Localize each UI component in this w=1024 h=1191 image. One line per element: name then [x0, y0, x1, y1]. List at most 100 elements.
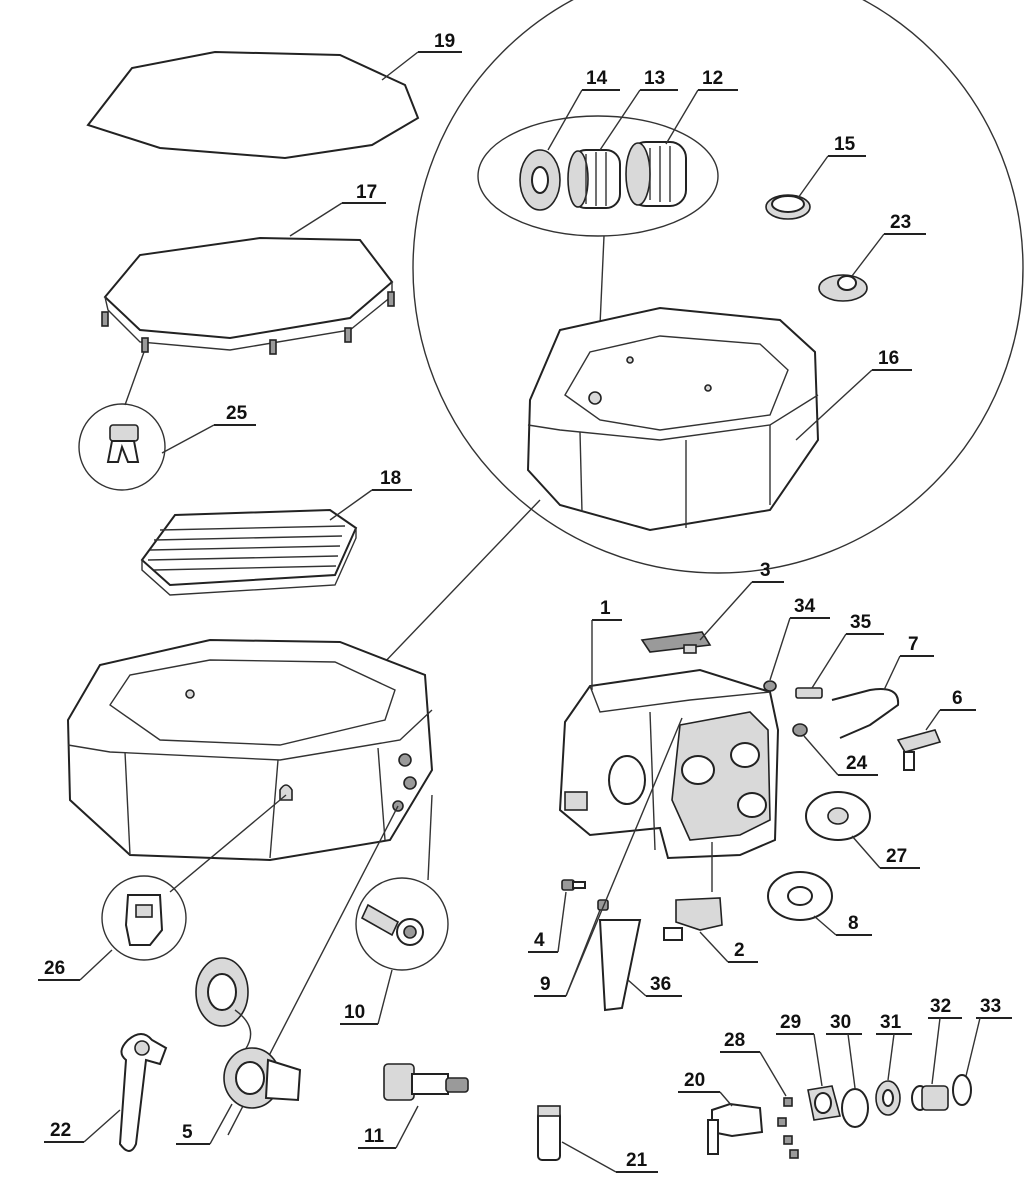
svg-text:14: 14 [586, 68, 608, 89]
screw-4-shape [561, 879, 586, 891]
filter-cartridge-shape [567, 149, 621, 209]
svg-text:22: 22 [50, 1120, 71, 1141]
connector-detail-circle [355, 877, 449, 971]
svg-text:6: 6 [952, 688, 963, 709]
callout-19: 19 [381, 31, 462, 81]
callout-29: 29 [776, 1012, 823, 1087]
spa-liner-shape [526, 306, 820, 532]
callout-26: 26 [38, 949, 113, 981]
svg-text:19: 19 [434, 31, 455, 52]
callout-6: 6 [925, 688, 976, 731]
callout-17: 17 [289, 182, 386, 237]
callout-27: 27 [851, 835, 920, 869]
spa-cover-shape [101, 236, 395, 355]
side-buckle-circle [101, 875, 187, 961]
callout-31: 31 [876, 1012, 912, 1081]
nut-31-shape [875, 1080, 901, 1116]
svg-text:31: 31 [880, 1012, 902, 1033]
svg-text:11: 11 [364, 1126, 385, 1147]
callout-28: 28 [720, 1030, 787, 1097]
svg-text:36: 36 [650, 974, 671, 995]
svg-text:24: 24 [846, 753, 868, 774]
cap-34-shape [763, 680, 777, 692]
callout-9: 9 [534, 717, 683, 997]
svg-text:16: 16 [878, 348, 899, 369]
callout-2: 2 [699, 931, 758, 963]
o-ring-33-shape [952, 1074, 972, 1106]
svg-text:2: 2 [734, 940, 745, 961]
spa-body-shape [66, 638, 434, 862]
svg-text:15: 15 [834, 134, 856, 155]
o-ring-30-shape [841, 1088, 869, 1128]
wrench-shape [118, 1033, 168, 1152]
callout-4: 4 [528, 891, 567, 953]
support-bracket-shape [598, 919, 642, 1012]
svg-text:5: 5 [182, 1122, 193, 1143]
svg-text:25: 25 [226, 403, 248, 424]
svg-text:13: 13 [644, 68, 665, 89]
svg-text:4: 4 [534, 930, 545, 951]
svg-text:10: 10 [344, 1002, 365, 1023]
svg-text:18: 18 [380, 468, 401, 489]
callout-23: 23 [851, 212, 926, 277]
callout-8: 8 [813, 913, 872, 936]
callout-13: 13 [599, 68, 678, 151]
svg-text:1: 1 [600, 598, 611, 619]
detail-circle-spa [412, 0, 1024, 574]
callout-33: 33 [965, 996, 1012, 1077]
pump-unit-shape [558, 668, 780, 860]
wall-fitting-shape [707, 1102, 764, 1155]
callout-30: 30 [826, 1012, 862, 1089]
callout-11: 11 [358, 1105, 419, 1149]
svg-text:28: 28 [724, 1030, 745, 1051]
drain-valve-shape [195, 957, 302, 1109]
test-bottle-shape [537, 1105, 561, 1161]
screws-28-shape [777, 1097, 799, 1159]
callout-12: 12 [665, 68, 738, 145]
svg-text:29: 29 [780, 1012, 801, 1033]
callout-5: 5 [176, 1103, 233, 1145]
buckle-detail-circle [78, 403, 166, 491]
valve-cap-shape [818, 274, 868, 302]
nozzle-32-shape [911, 1085, 949, 1111]
callout-36: 36 [627, 974, 682, 997]
svg-text:17: 17 [356, 182, 377, 203]
filter-housing-shape [625, 141, 687, 207]
callout-32: 32 [928, 996, 962, 1085]
callout-7: 7 [883, 634, 934, 691]
svg-text:30: 30 [830, 1012, 851, 1033]
svg-text:20: 20 [684, 1070, 705, 1091]
air-hose-shape [831, 688, 900, 739]
callout-1: 1 [591, 598, 622, 690]
gasket-27-shape [805, 791, 871, 841]
callout-16: 16 [795, 348, 912, 441]
callout-18: 18 [329, 468, 412, 521]
filter-group-ellipse [477, 115, 719, 237]
svg-text:8: 8 [848, 913, 859, 934]
svg-text:9: 9 [540, 974, 551, 995]
callout-15: 15 [797, 134, 866, 199]
callout-25: 25 [161, 403, 256, 454]
floor-mat-shape [140, 508, 358, 596]
callout-3: 3 [699, 560, 784, 641]
inflation-connector-shape [360, 903, 424, 946]
connector-35-shape [795, 687, 823, 699]
callout-10: 10 [340, 969, 393, 1025]
callout-22: 22 [44, 1109, 121, 1143]
svg-text:33: 33 [980, 996, 1001, 1017]
svg-text:34: 34 [794, 596, 816, 617]
callout-20: 20 [678, 1070, 733, 1107]
svg-text:12: 12 [702, 68, 723, 89]
detail-pointer-line [357, 499, 541, 691]
svg-text:35: 35 [850, 612, 872, 633]
callout-35: 35 [811, 612, 884, 689]
callout-24: 24 [803, 735, 878, 776]
inflation-valve-adapter-shape [896, 729, 942, 771]
hose-adapter-shape [383, 1063, 469, 1101]
plug-cap-shape [765, 194, 811, 220]
side-buckle-shape [124, 894, 164, 946]
svg-text:7: 7 [908, 634, 919, 655]
flange-plate-shape [807, 1085, 842, 1121]
callout-14: 14 [547, 68, 620, 151]
pump-connector-shape [663, 897, 723, 941]
